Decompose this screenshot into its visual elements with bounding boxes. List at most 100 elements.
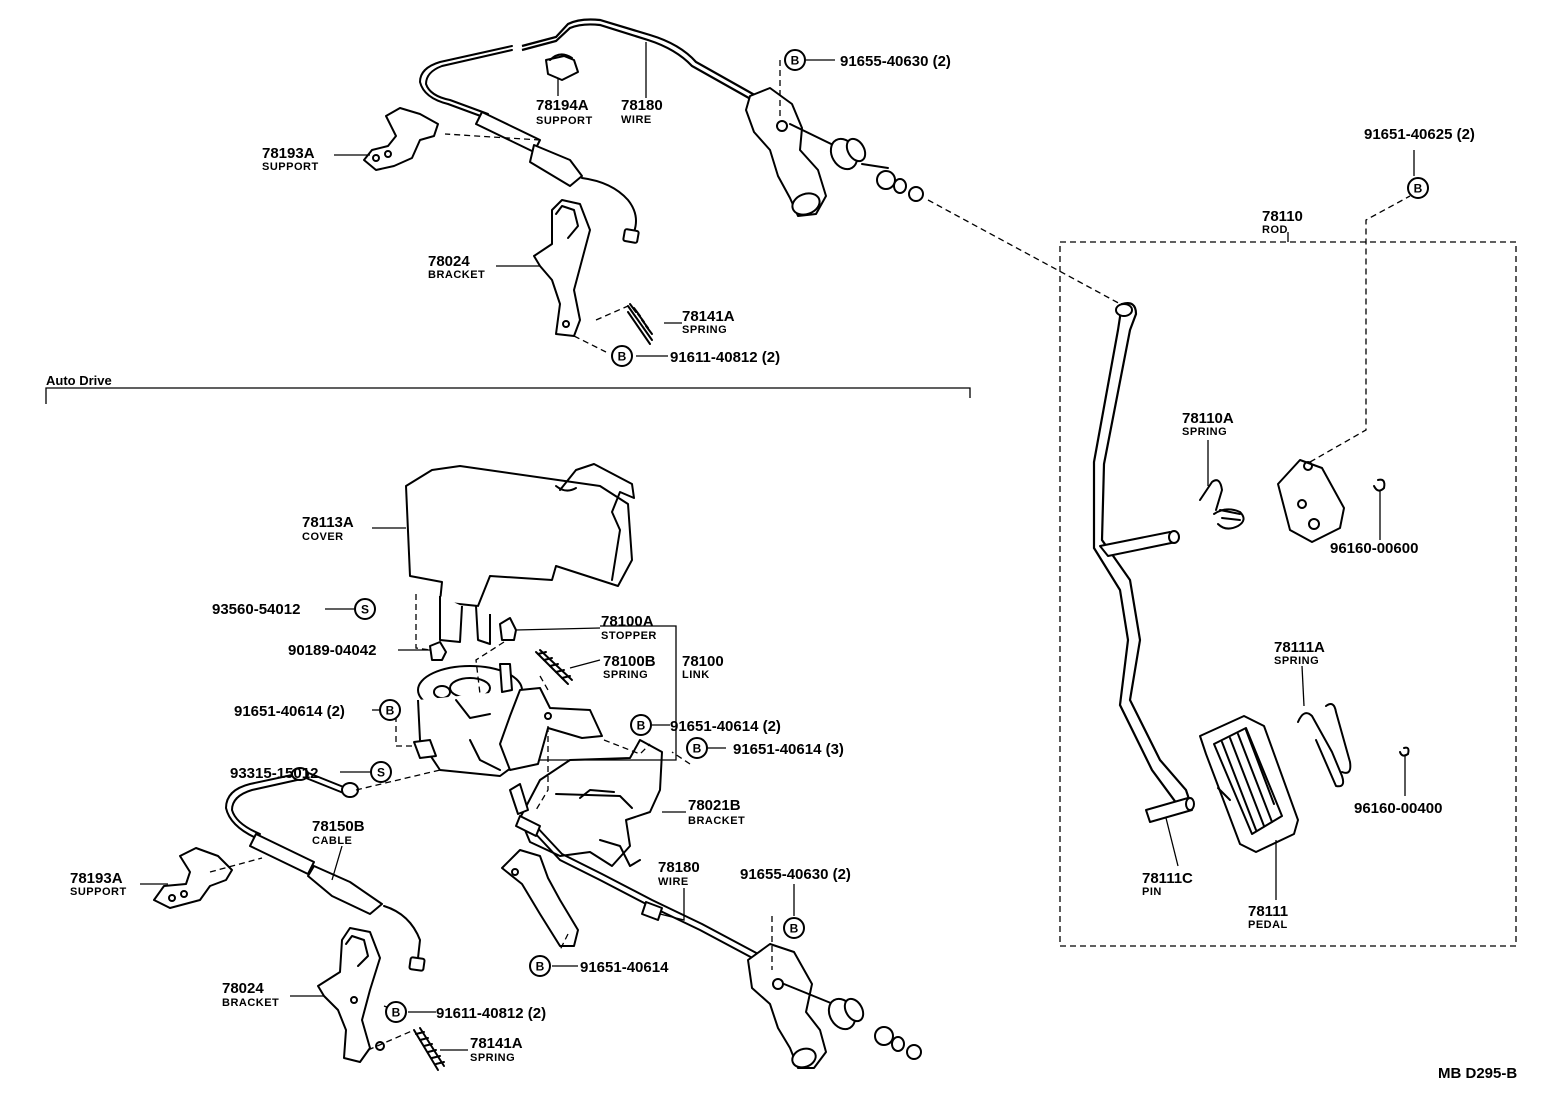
accelerator-pedal-78111 <box>1199 715 1299 853</box>
svg-text:B: B <box>791 54 800 68</box>
part-number: 78111C <box>1142 870 1193 887</box>
part-number: 91611-40812 (2) <box>670 349 780 366</box>
part-name: SUPPORT <box>262 161 319 173</box>
top-bracket-78024 <box>533 199 591 337</box>
bolt-marker: B <box>630 714 652 736</box>
part-number: 78180 <box>621 97 663 114</box>
bolt-marker: B <box>385 1001 407 1023</box>
auto-grommet-and-nuts <box>783 983 922 1060</box>
part-number: 78113A <box>302 514 354 531</box>
top-wire-cable <box>419 18 761 244</box>
auto-bracket-78024 <box>317 927 385 1063</box>
part-number: 78024 <box>222 980 264 997</box>
svg-text:B: B <box>637 719 646 733</box>
auto-cable-78150B <box>225 767 426 972</box>
part-number: 78024 <box>428 253 470 270</box>
bolt-marker: B <box>529 955 551 977</box>
part-number: 91655-40630 (2) <box>840 53 951 70</box>
part-number: 78141A <box>470 1035 523 1052</box>
top-spring-78141A <box>627 303 653 345</box>
top-bracket-plate <box>745 87 827 217</box>
part-name: WIRE <box>658 876 689 888</box>
svg-text:B: B <box>790 922 799 936</box>
part-name: CABLE <box>312 835 352 847</box>
part-number: 96160-00600 <box>1330 540 1418 557</box>
part-number: 78180 <box>658 859 700 876</box>
part-number: 78111A <box>1274 639 1325 656</box>
part-name: SPRING <box>470 1052 515 1064</box>
svg-text:B: B <box>386 704 395 718</box>
part-number: 78111 <box>1248 903 1288 920</box>
clip-96160-00600 <box>1373 478 1386 492</box>
rod-bracket-plate <box>1277 459 1345 543</box>
part-number: 91655-40630 (2) <box>740 866 851 883</box>
part-number: 78194A <box>536 97 589 114</box>
pedal-group-box <box>1059 241 1517 947</box>
part-name: PEDAL <box>1248 919 1288 931</box>
bolt-marker: B <box>611 345 633 367</box>
screw-marker: S <box>354 598 376 620</box>
part-number: 78110A <box>1182 410 1234 427</box>
auto-drive-section-frame <box>45 387 971 404</box>
part-name: SPRING <box>682 324 727 336</box>
top-support-78194A <box>545 53 579 81</box>
bolt-marker: B <box>686 737 708 759</box>
svg-text:B: B <box>536 960 545 974</box>
part-number: 96160-00400 <box>1354 800 1442 817</box>
bolt-marker: B <box>379 699 401 721</box>
part-number: 90189-04042 <box>288 642 376 659</box>
part-number: 91651-40614 (2) <box>234 703 345 720</box>
svg-text:B: B <box>392 1006 401 1020</box>
part-name: SUPPORT <box>536 115 593 127</box>
part-number: 91651-40614 (3) <box>733 741 844 758</box>
part-name: COVER <box>302 531 344 543</box>
auto-spring-78141A <box>413 1027 445 1071</box>
part-name: SPRING <box>1182 426 1227 438</box>
part-number: 91611-40812 (2) <box>436 1005 546 1022</box>
rod-pivot-pin <box>1099 530 1180 557</box>
drawing-code: MB D295-B <box>1438 1065 1517 1082</box>
part-name: ROD <box>1262 224 1288 236</box>
part-name: SPRING <box>603 669 648 681</box>
bolt-marker: B <box>784 49 806 71</box>
part-number: 78110 <box>1262 208 1303 225</box>
part-number: 78193A <box>70 870 123 887</box>
cover-78113A <box>405 463 635 645</box>
part-name: SPRING <box>1274 655 1319 667</box>
auto-wire-78180 <box>515 815 763 963</box>
spring-78111A <box>1297 703 1352 788</box>
part-number: 78100 <box>682 653 724 670</box>
part-name: WIRE <box>621 114 652 126</box>
auto-support-78193A <box>153 847 233 909</box>
part-number: 78193A <box>262 145 315 162</box>
part-number: 78021B <box>688 797 741 814</box>
part-number: 78150B <box>312 818 365 835</box>
top-grommet-and-nuts <box>789 123 924 202</box>
part-name: LINK <box>682 669 710 681</box>
part-name: BRACKET <box>688 815 745 827</box>
bolt-marker: B <box>783 917 805 939</box>
link-spring-78100B <box>535 649 573 685</box>
lower-link-plate <box>501 783 579 947</box>
bracket-78021B <box>519 739 663 867</box>
part-number: 91651-40625 (2) <box>1364 126 1475 143</box>
section-title: Auto Drive <box>46 373 112 388</box>
nut-90189-04042 <box>429 641 447 661</box>
svg-text:B: B <box>618 350 627 364</box>
part-name: BRACKET <box>428 269 485 281</box>
part-number: 91651-40614 (2) <box>670 718 781 735</box>
clip-96160-00400 <box>1399 746 1410 757</box>
svg-text:S: S <box>361 603 369 617</box>
part-number: 78141A <box>682 308 735 325</box>
screw-marker: S <box>370 761 392 783</box>
part-number: 93315-15012 <box>230 765 318 782</box>
accelerator-rod-78110 <box>1092 302 1192 810</box>
svg-text:B: B <box>693 742 702 756</box>
link-assembly-78100 <box>413 663 603 777</box>
svg-text:B: B <box>1414 182 1423 196</box>
part-number: 91651-40614 <box>580 959 669 976</box>
part-number: 78100B <box>603 653 656 670</box>
auto-bracket-plate <box>747 943 827 1069</box>
